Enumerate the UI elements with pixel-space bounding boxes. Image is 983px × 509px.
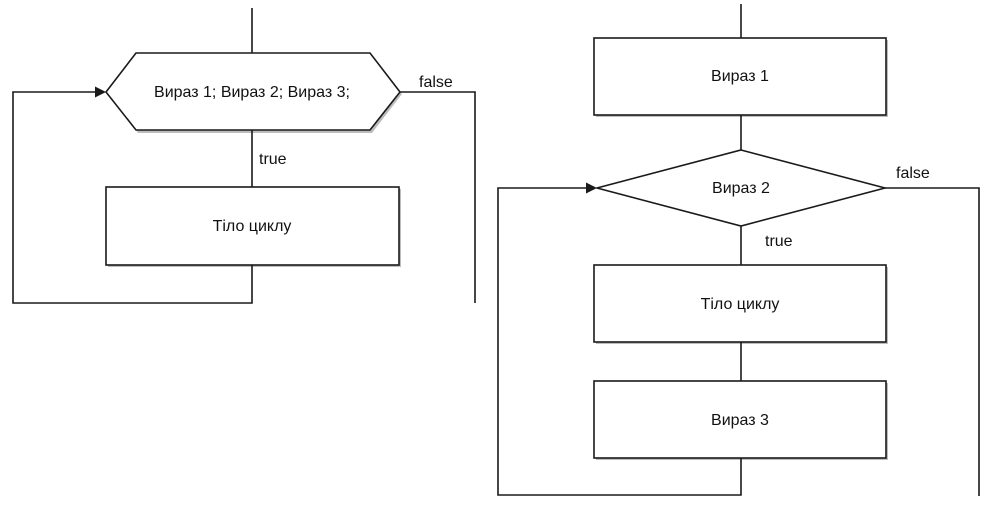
- left-flowchart: Вираз 1; Вираз 2; Вираз 3; false true Ті…: [12, 8, 476, 304]
- right-loop-back-arrowhead: [586, 182, 597, 194]
- right-init-label: Вираз 1: [711, 68, 769, 85]
- left-false-connector: [400, 91, 476, 303]
- left-loop-header-label: Вираз 1; Вираз 2; Вираз 3;: [154, 84, 350, 101]
- left-true-label: true: [259, 151, 287, 168]
- right-step-box: [593, 380, 887, 459]
- right-loop-body-label: Тіло циклу: [701, 296, 780, 313]
- right-loop-back-connector: [497, 187, 742, 496]
- left-loop-body-label: Тіло циклу: [213, 218, 292, 235]
- left-loop-back-connector: [12, 91, 253, 304]
- right-false-connector: [885, 187, 980, 496]
- right-step-label: Вираз 3: [711, 412, 769, 429]
- right-init-box: [593, 37, 887, 116]
- right-true-label: true: [765, 233, 793, 250]
- right-loop-body-box: [593, 264, 887, 343]
- right-false-label: false: [896, 165, 930, 182]
- left-false-label: false: [419, 74, 453, 91]
- left-loop-back-arrowhead: [95, 86, 106, 98]
- right-flowchart: Вираз 1 Вираз 2 false true Тіло циклу Ви…: [497, 4, 980, 496]
- right-condition-label: Вираз 2: [712, 180, 770, 197]
